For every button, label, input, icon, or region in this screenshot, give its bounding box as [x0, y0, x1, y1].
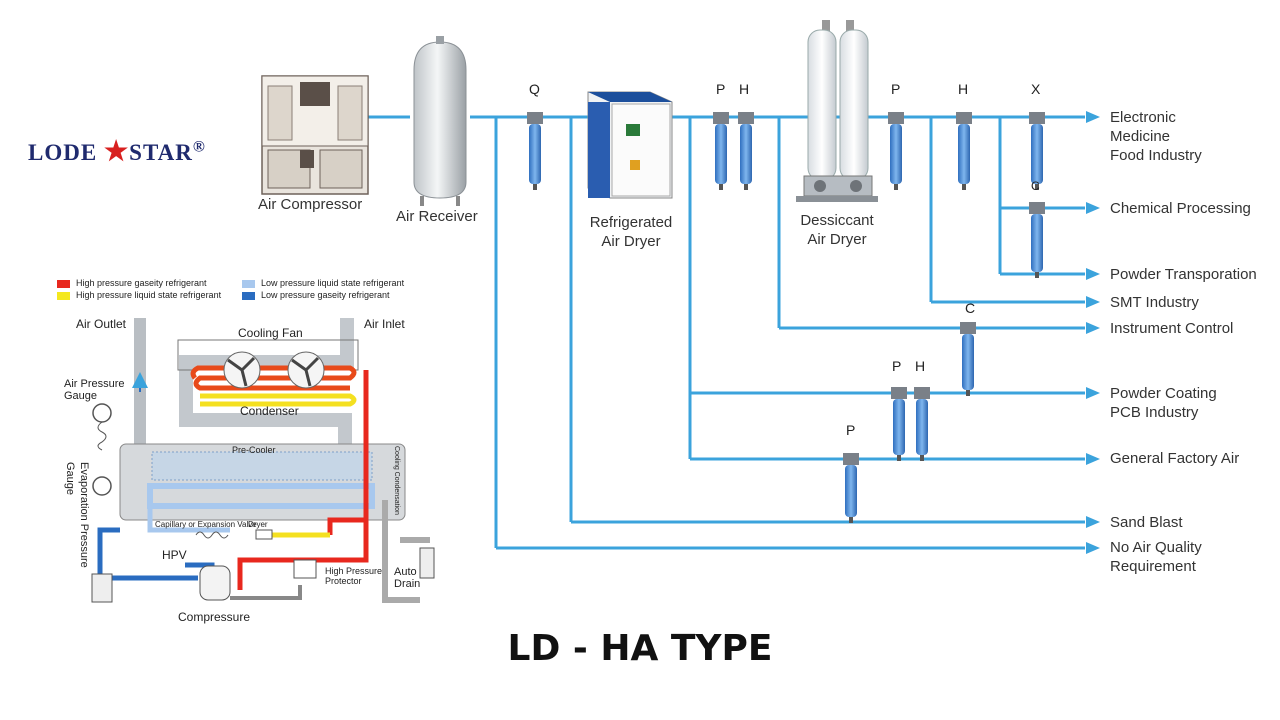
filter-code-q: Q	[529, 81, 540, 97]
drain-line-2: Drain	[394, 578, 421, 590]
evap-line-1: Evaporation Pressure	[78, 462, 90, 568]
hpp-line-1: High Pressure	[325, 566, 383, 576]
hpv-label: HPV	[162, 548, 187, 562]
output-line: No Air Quality	[1110, 539, 1202, 556]
legend-label: Low pressure liquid state refrigerant	[261, 278, 405, 288]
output-line: Medicine	[1110, 128, 1171, 145]
output-powder-transport: Powder Transporation	[1110, 266, 1257, 283]
legend-swatch	[57, 279, 70, 288]
output-line: Powder Coating	[1110, 385, 1217, 402]
dryer-schematic	[91, 318, 435, 603]
refrigerated-dryer-line-2: Air Dryer	[601, 233, 661, 250]
filter-code-c: C	[965, 300, 976, 316]
output-smt: SMT Industry	[1110, 294, 1199, 311]
desiccant-dryer-unit	[796, 20, 878, 202]
filter-code-c2: C	[1031, 179, 1040, 193]
air-pressure-gauge-label: Air Pressure Gauge	[64, 378, 125, 402]
output-powder-coating: Powder Coating PCB Industry	[1110, 384, 1217, 422]
capillary-label: Capillary or Expansion Valve	[155, 520, 257, 529]
filter-code-p3: P	[892, 358, 902, 374]
legend-item: Low pressure gaseity refrigerant	[242, 290, 390, 300]
compressure-label: Compressure	[178, 610, 251, 624]
brand-right: STAR	[129, 140, 193, 165]
output-sand-blast: Sand Blast	[1110, 514, 1183, 531]
air-receiver-label: Air Receiver	[396, 208, 478, 225]
legend-swatch	[242, 279, 255, 288]
refrigerated-dryer-line-1: Refrigerated	[589, 214, 673, 231]
output-chemical: Chemical Processing	[1110, 200, 1251, 217]
legend-item: Low pressure liquid state refrigerant	[242, 278, 404, 288]
output-line: PCB Industry	[1110, 404, 1199, 421]
desiccant-dryer-line-2: Air Dryer	[807, 231, 867, 248]
legend-label: High pressure liquid state refrigerant	[76, 290, 222, 300]
filter-code-x: X	[1031, 81, 1041, 97]
high-pressure-protector-label: High Pressure Protector	[325, 566, 382, 586]
air-receiver-tank	[413, 36, 467, 206]
filter-code-p1: P	[716, 81, 726, 97]
output-line: Requirement	[1110, 558, 1196, 575]
gauge-line-1: Air Pressure	[64, 378, 125, 390]
filter-code-h2: H	[958, 81, 969, 97]
output-instrument: Instrument Control	[1110, 320, 1234, 337]
output-line: Electronic	[1110, 109, 1176, 126]
desiccant-dryer-line-1: Dessiccant	[800, 212, 874, 229]
output-no-quality: No Air Quality Requirement	[1110, 538, 1202, 576]
evaporation-gauge-label: Evaporation Pressure	[78, 462, 90, 568]
air-outlet-label: Air Outlet	[76, 317, 127, 331]
pipes	[368, 115, 1085, 550]
legend-swatch	[57, 291, 70, 300]
air-inlet-label: Air Inlet	[364, 317, 405, 331]
filters	[527, 112, 1045, 523]
cooling-fan-label: Cooling Fan	[238, 326, 303, 340]
cooling-area-label: Cooling Condensation	[393, 446, 400, 515]
gauge-line-2: Gauge	[64, 390, 98, 402]
legend-item: High pressure liquid state refrigerant	[57, 290, 221, 300]
air-compressor-unit	[261, 75, 369, 195]
dryer-label: Dryer	[248, 520, 268, 529]
brand-left: LODE	[28, 140, 98, 165]
output-general-factory: General Factory Air	[1110, 450, 1240, 467]
refrigerated-dryer-unit	[587, 91, 673, 199]
type-title: LD - HA TYPE	[507, 628, 773, 669]
filter-code-h3: H	[915, 358, 926, 374]
legend-label: Low pressure gaseity refrigerant	[261, 290, 390, 300]
output-electronic: Electronic Medicine Food Industry	[1110, 108, 1202, 165]
condenser-label: Condenser	[240, 404, 299, 418]
legend-label: High pressure gaseity refrigerant	[76, 278, 207, 288]
legend-item: High pressure gaseity refrigerant	[57, 278, 207, 288]
hpp-line-2: Protector	[325, 576, 362, 586]
filter-code-h1: H	[739, 81, 750, 97]
brand-logo: LODE ★STAR®	[28, 136, 206, 167]
evaporation-gauge-label-2: Gauge	[64, 462, 76, 496]
legend-swatch	[242, 291, 255, 300]
refrigerated-dryer-label: Refrigerated Air Dryer	[586, 213, 676, 251]
filter-code-p2: P	[891, 81, 901, 97]
output-line: Food Industry	[1110, 147, 1202, 164]
filter-code-p4: P	[846, 422, 856, 438]
star-icon: ★	[103, 136, 130, 166]
pre-cooler-label: Pre-Cooler	[232, 445, 276, 455]
output-arrows	[1086, 111, 1100, 554]
air-compressor-label: Air Compressor	[258, 196, 363, 213]
desiccant-dryer-label: Dessiccant Air Dryer	[792, 211, 882, 249]
area-line-1: Cooling Condensation	[393, 446, 400, 515]
drain-line-1: Auto	[394, 566, 417, 578]
auto-drain-label: Auto Drain	[394, 566, 420, 590]
registered-mark: ®	[192, 138, 206, 156]
